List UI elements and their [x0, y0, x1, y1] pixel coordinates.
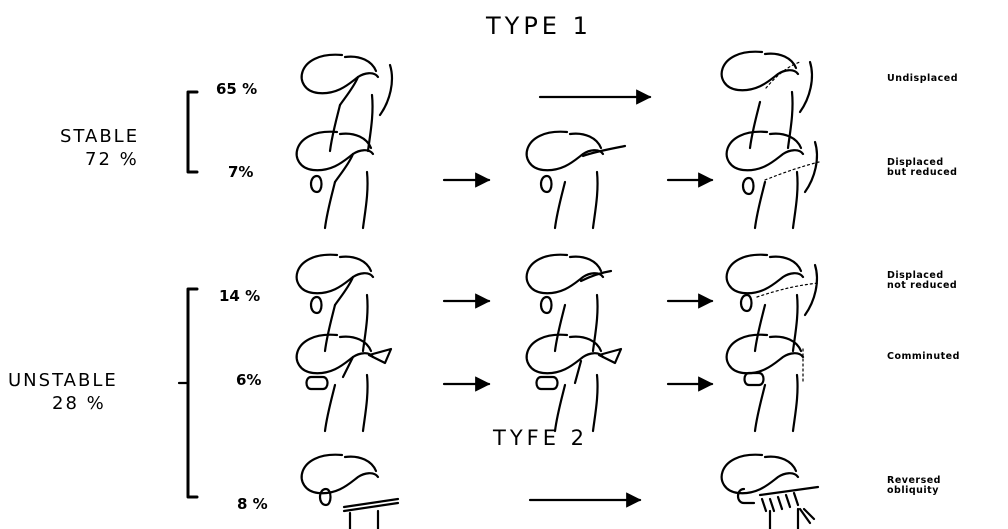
row-4-femur-middle [527, 335, 621, 431]
row-3-femur-middle [527, 255, 611, 351]
row-2-femur-end [727, 132, 819, 228]
row-1-femur-end [722, 52, 812, 148]
row-2-femur-start [297, 132, 373, 228]
row-3-femur-start [297, 255, 373, 351]
row-1-femur-start [302, 55, 392, 151]
row-5-femur-start [302, 455, 398, 529]
stable-bracket [188, 92, 197, 172]
row-4-femur-start [297, 335, 391, 431]
unstable-bracket [188, 289, 197, 497]
row-2-femur-middle [527, 132, 625, 228]
row-5-femur-end [722, 455, 818, 529]
row-4-femur-end [727, 335, 803, 431]
